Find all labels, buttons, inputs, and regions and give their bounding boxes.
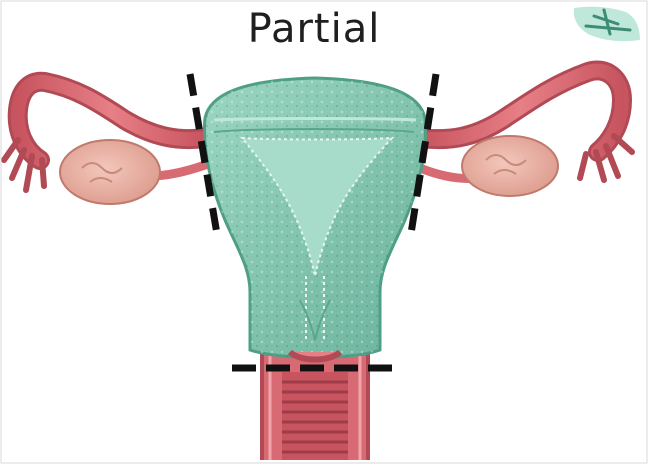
corner-leaf-icon [574,7,640,41]
cervix [290,352,340,360]
right-ovary [462,136,558,196]
uterus-removed-region [204,78,425,358]
